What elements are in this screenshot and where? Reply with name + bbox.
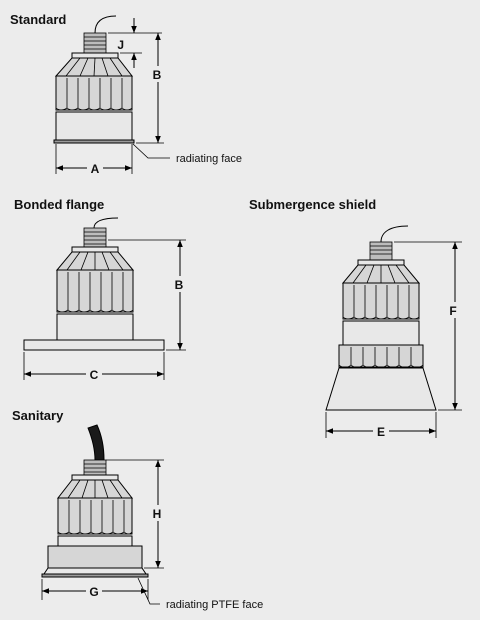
- sanitary-section: Sanitary: [12, 408, 263, 611]
- dim-h-label: H: [153, 507, 162, 521]
- standard-cable: [94, 15, 117, 34]
- dim-c-label: C: [90, 368, 99, 382]
- dim-g-label: G: [89, 585, 98, 599]
- standard-lower-body: [55, 111, 133, 141]
- submergence-shield-title: Submergence shield: [249, 197, 376, 212]
- standard-housing-body: [55, 75, 133, 111]
- standard-thread: [83, 32, 107, 54]
- bonded-flange-title: Bonded flange: [14, 197, 104, 212]
- dim-e-label: E: [377, 425, 385, 439]
- standard-radiating-face: [53, 139, 135, 144]
- standard-sensor: [53, 15, 135, 144]
- dim-b-label-standard: B: [153, 68, 162, 82]
- sanitary-flange: [47, 545, 143, 569]
- submergence-shield-sensor: [325, 225, 437, 411]
- bonded-flange-sensor: [23, 217, 165, 351]
- dim-b-label-bonded: B: [175, 278, 184, 292]
- sanitary-sensor: [41, 424, 149, 578]
- submergence-shield: [325, 367, 437, 411]
- shield-collar: [338, 344, 424, 368]
- dim-f-label: F: [449, 304, 456, 318]
- standard-section: Standard: [10, 12, 242, 176]
- bonded-flange-section: Bonded flange: [14, 197, 186, 382]
- sanitary-ptfe-face-note: radiating PTFE face: [166, 599, 263, 611]
- sanitary-ptfe-face: [41, 573, 149, 578]
- dim-j-label: J: [117, 38, 124, 52]
- standard-title: Standard: [10, 12, 66, 27]
- submergence-shield-section: Submergence shield: [249, 197, 462, 439]
- standard-radiating-face-note: radiating face: [176, 153, 242, 165]
- sanitary-cable: [87, 424, 105, 461]
- dim-a-label: A: [91, 162, 100, 176]
- bonded-flange-plate: [23, 339, 165, 351]
- sanitary-title: Sanitary: [12, 408, 64, 423]
